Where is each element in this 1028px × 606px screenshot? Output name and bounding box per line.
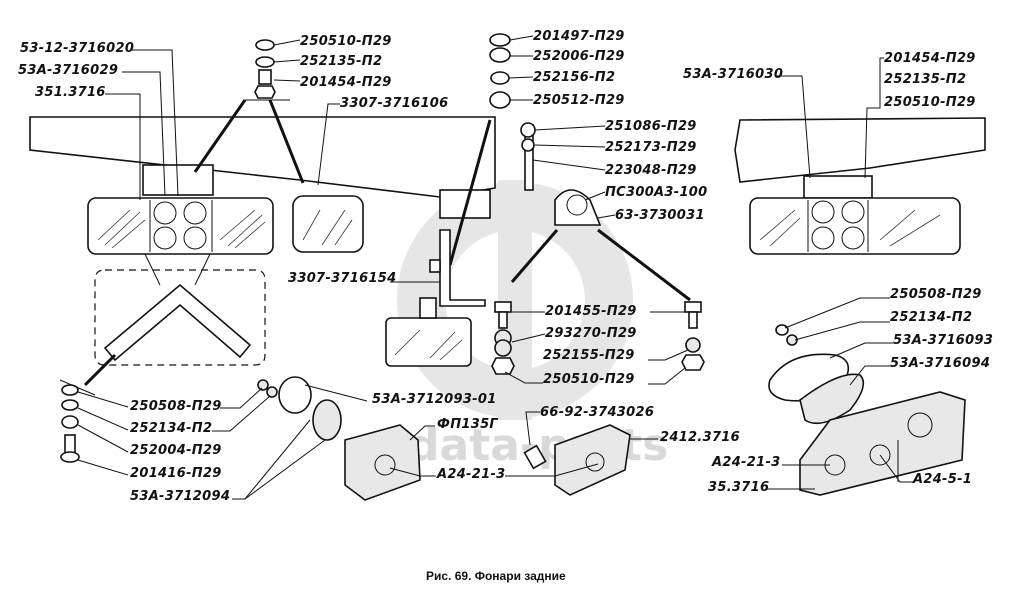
gasket — [312, 399, 342, 441]
label-fp135g: ФП135Г — [437, 417, 498, 432]
label-3307-3716106: 3307-3716106 — [340, 96, 449, 111]
frame-beam-right — [734, 117, 986, 183]
label-63-3730031: 63-3730031 — [615, 208, 705, 223]
combined-lamp-left — [87, 197, 274, 255]
label-223048-p29: 223048-П29 — [605, 163, 697, 178]
label-251086-p29: 251086-П29 — [605, 119, 697, 134]
label-35-3716: 35.3716 — [708, 480, 769, 495]
label-ps300a3-100: ПС300А3-100 — [605, 185, 708, 200]
reversing-lamp — [554, 424, 631, 496]
combined-rear-lamp — [799, 391, 966, 496]
label-66-92-3743026: 66-92-3743026 — [540, 405, 654, 420]
label-252134-p2-b: 252134-П2 — [130, 421, 212, 436]
right-frame-assembly — [734, 117, 986, 255]
labels-center: 251086-П29 252173-П29 223048-П29 ПС300А3… — [532, 119, 708, 223]
label-252135-p2-b: 252135-П2 — [884, 72, 966, 87]
label-a24-21-3-a: А24-21-3 — [436, 467, 505, 482]
label-201454-p29-b: 201454-П29 — [884, 51, 976, 66]
label-53a-3712094: 53А-3712094 — [130, 489, 230, 504]
label-252135-p2-a: 252135-П2 — [300, 54, 382, 69]
side-lamp — [292, 195, 364, 253]
labels-center-bottom: 201455-П29 293270-П29 252155-П29 250510-… — [504, 304, 689, 387]
label-a24-5-1: А24-5-1 — [912, 472, 972, 487]
label-2412-3716: 2412.3716 — [660, 430, 740, 445]
mount-flange — [278, 376, 312, 414]
label-252134-p2-a: 252134-П2 — [890, 310, 972, 325]
license-plate-outline — [94, 269, 266, 366]
label-252006-p29: 252006-П29 — [533, 49, 625, 64]
label-250508-p29-a: 250508-П29 — [890, 287, 982, 302]
nut — [491, 357, 515, 375]
label-250510-p29-a: 250510-П29 — [300, 34, 392, 49]
lamp-adapter — [799, 373, 865, 425]
bolt-head — [494, 301, 512, 313]
center-assembly — [254, 33, 705, 375]
plate-bracket — [103, 283, 252, 362]
label-351-3716: 351.3716 — [35, 85, 106, 100]
label-252156-p2: 252156-П2 — [533, 70, 615, 85]
label-53a-3716029: 53А-3716029 — [18, 63, 118, 78]
label-201416-p29: 201416-П29 — [130, 466, 222, 481]
label-293270-p29: 293270-П29 — [545, 326, 637, 341]
plate-lamp — [385, 317, 472, 367]
labels-top-left: 53-12-3716020 53А-3716029 351.3716 — [18, 41, 179, 200]
label-201455-p29: 201455-П29 — [545, 304, 637, 319]
label-250508-p29-b: 250508-П29 — [130, 399, 222, 414]
label-53a-3716094: 53А-3716094 — [890, 356, 990, 371]
label-a24-21-3-b: А24-21-3 — [711, 455, 780, 470]
label-250510-p29-c: 250510-П29 — [543, 372, 635, 387]
labels-top-center-left: 250510-П29 252135-П2 201454-П29 3307-371… — [273, 34, 449, 186]
label-252173-p29: 252173-П29 — [605, 140, 697, 155]
label-201454-p29-a: 201454-П29 — [300, 75, 392, 90]
fog-lamp — [344, 424, 421, 501]
angle-bracket — [439, 229, 486, 307]
label-53a-3716093: 53А-3716093 — [893, 333, 993, 348]
label-53-12-3716020: 53-12-3716020 — [20, 41, 134, 56]
label-3307-3716154: 3307-3716154 — [288, 271, 397, 286]
combined-lamp-right — [749, 197, 961, 255]
label-252155-p29: 252155-П29 — [543, 348, 635, 363]
wire-clamp — [554, 189, 602, 226]
label-53a-3716030: 53А-3716030 — [683, 67, 783, 82]
label-250512-p29: 250512-П29 — [533, 93, 625, 108]
labels-right-bottom: 250508-П29 252134-П2 53А-3716093 53А-371… — [708, 287, 993, 495]
labels-top-center: 201497-П29 252006-П29 252156-П2 250512-П… — [508, 29, 625, 108]
left-frame-assembly — [29, 99, 496, 396]
bottom-lamps — [60, 324, 966, 501]
label-250510-p29-b: 250510-П29 — [884, 95, 976, 110]
lamp-mount-right — [803, 175, 873, 199]
figure-caption: Рис. 69. Фонари задние — [426, 569, 566, 583]
label-201497-p29: 201497-П29 — [533, 29, 625, 44]
frame-beam-left — [29, 116, 496, 198]
label-53a-3712093-01: 53А-3712093-01 — [372, 392, 497, 407]
plate-lamp-socket — [419, 297, 437, 319]
labels-bottom-center: 53А-3712093-01 ФП135Г А24-21-3 66-92-374… — [304, 384, 740, 482]
labels-left-bottom: 250508-П29 252134-П2 252004-П29 201416-П… — [77, 387, 326, 504]
lamp-bulb — [523, 444, 547, 470]
label-252004-p29: 252004-П29 — [130, 443, 222, 458]
labels-top-right: 53А-3716030 201454-П29 252135-П2 250510-… — [683, 51, 976, 179]
bracket-clip — [429, 259, 441, 273]
watermark-bar — [498, 180, 532, 420]
